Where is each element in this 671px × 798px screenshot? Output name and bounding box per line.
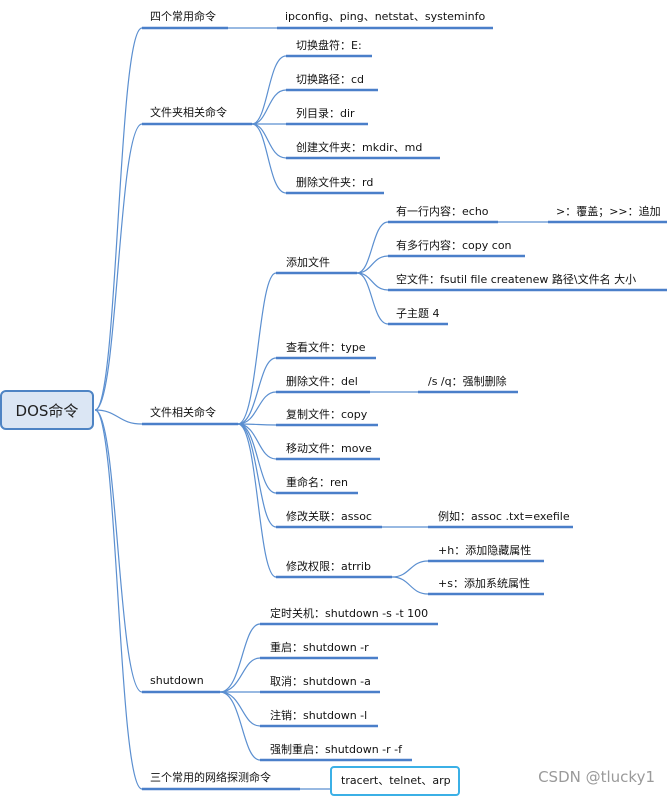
file-attrib-note[interactable]: +s：添加系统属性 bbox=[438, 577, 530, 590]
watermark: CSDN @tlucky1 bbox=[538, 768, 655, 786]
branch-folder-title[interactable]: 文件夹相关命令 bbox=[150, 106, 227, 119]
shutdown-item[interactable]: 强制重启：shutdown -r -f bbox=[270, 743, 402, 756]
shutdown-item[interactable]: 取消：shutdown -a bbox=[270, 675, 371, 688]
file-ren-item[interactable]: 重命名：ren bbox=[286, 476, 349, 489]
root-label: DOS命令 bbox=[15, 401, 79, 420]
file-move-item[interactable]: 移动文件：move bbox=[286, 442, 372, 455]
file-assoc-item[interactable]: 修改关联：assoc bbox=[286, 510, 372, 523]
network-item-selected-box[interactable] bbox=[330, 766, 460, 796]
file-attrib-note[interactable]: +h：添加隐藏属性 bbox=[438, 544, 532, 557]
file-copy-item[interactable]: 复制文件：copy bbox=[286, 408, 368, 421]
branch-shutdown-title[interactable]: shutdown bbox=[150, 674, 204, 687]
file-echo-note[interactable]: >：覆盖；>>：追加 bbox=[556, 205, 661, 218]
shutdown-item[interactable]: 注销：shutdown -l bbox=[270, 709, 368, 722]
file-del-item[interactable]: 删除文件：del bbox=[286, 375, 358, 388]
file-attrib-item[interactable]: 修改权限：atrrib bbox=[286, 560, 371, 573]
network-item[interactable]: tracert、telnet、arp bbox=[341, 774, 451, 787]
shutdown-item[interactable]: 定时关机：shutdown -s -t 100 bbox=[270, 607, 429, 620]
file-type-item[interactable]: 查看文件：type bbox=[286, 341, 366, 354]
file-add-title[interactable]: 添加文件 bbox=[286, 256, 330, 269]
folder-item[interactable]: 列目录：dir bbox=[296, 107, 355, 120]
file-del-note[interactable]: /s /q：强制删除 bbox=[428, 375, 507, 388]
branch-network-title[interactable]: 三个常用的网络探测命令 bbox=[150, 771, 271, 784]
folder-item[interactable]: 创建文件夹：mkdir、md bbox=[296, 141, 423, 154]
file-add-item[interactable]: 子主题 4 bbox=[396, 307, 440, 320]
branch-common-title[interactable]: 四个常用命令 bbox=[150, 10, 216, 23]
file-assoc-note[interactable]: 例如：assoc .txt=exefile bbox=[438, 510, 570, 523]
folder-item[interactable]: 切换盘符：E: bbox=[296, 39, 362, 52]
root-node[interactable]: DOS命令 bbox=[0, 390, 94, 430]
file-add-item[interactable]: 有一行内容：echo bbox=[396, 205, 489, 218]
folder-item[interactable]: 切换路径：cd bbox=[296, 73, 365, 86]
shutdown-item[interactable]: 重启：shutdown -r bbox=[270, 641, 369, 654]
file-add-item[interactable]: 空文件：fsutil file createnew 路径\文件名 大小 bbox=[396, 273, 637, 286]
folder-item[interactable]: 删除文件夹：rd bbox=[296, 176, 374, 189]
common-item[interactable]: ipconfig、ping、netstat、systeminfo bbox=[285, 10, 486, 23]
branch-file-title[interactable]: 文件相关命令 bbox=[150, 406, 216, 419]
file-add-item[interactable]: 有多行内容：copy con bbox=[396, 239, 512, 252]
